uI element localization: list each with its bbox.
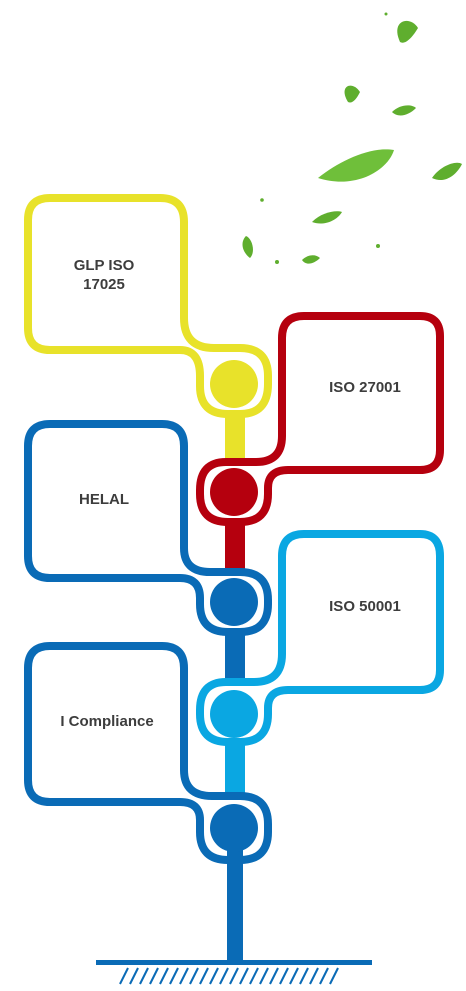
node-blue-2 <box>210 804 258 852</box>
label-glp-iso-17025: GLP ISO 17025 <box>73 257 135 293</box>
node-blue-1 <box>210 578 258 626</box>
label-helal: HELAL <box>79 491 129 508</box>
stem-light-blue <box>225 740 245 800</box>
node-light-blue <box>210 690 258 738</box>
box-helal <box>24 420 272 636</box>
green-leaves-icon <box>242 12 462 264</box>
node-red <box>210 468 258 516</box>
label-i-compliance: I Compliance <box>60 713 154 730</box>
label-iso-50001: ISO 50001 <box>329 598 401 615</box>
box-iso50001 <box>196 530 444 746</box>
box-glp <box>24 194 272 418</box>
box-iso27001 <box>196 312 444 526</box>
node-yellow <box>210 360 258 408</box>
label-iso-27001: ISO 27001 <box>329 379 401 396</box>
stem-blue <box>225 630 245 686</box>
stem-red <box>225 520 245 570</box>
box-icompliance <box>24 642 272 864</box>
stem-yellow <box>225 412 245 462</box>
tree-trunk <box>227 834 243 962</box>
ground-line <box>96 960 372 965</box>
ground-hatch-icon <box>119 967 339 985</box>
